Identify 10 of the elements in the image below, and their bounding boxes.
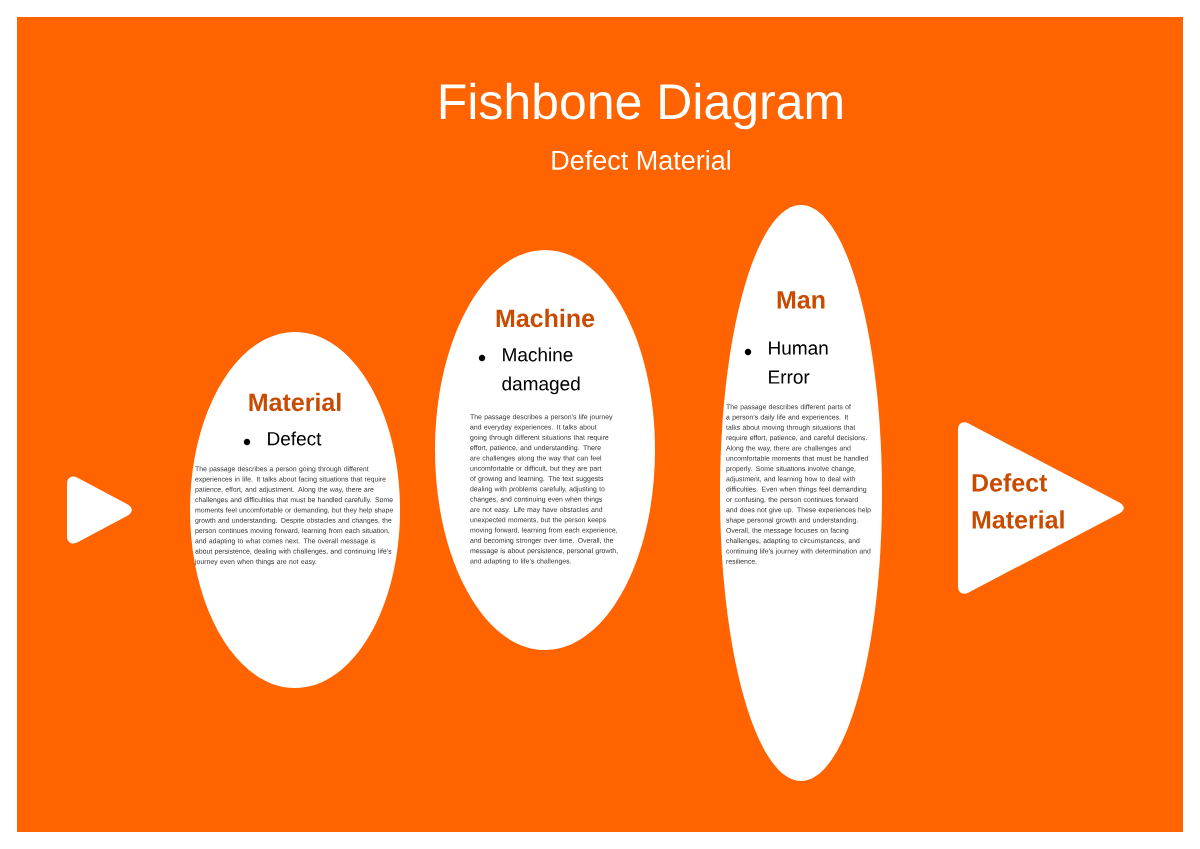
title: Fishbone Diagram: [440, 82, 842, 130]
triangle: [67, 476, 132, 544]
heading: Material: [249, 392, 341, 412]
heading: Machine: [496, 308, 595, 328]
heading: Man: [777, 291, 825, 309]
subtitle: Defect Material: [552, 150, 730, 170]
label-text: Defect Material: [972, 473, 1064, 529]
bullet-item: Defect: [268, 431, 322, 446]
bullet-item: Machine damaged: [502, 347, 580, 395]
bullet-item: Human Error: [769, 341, 828, 384]
